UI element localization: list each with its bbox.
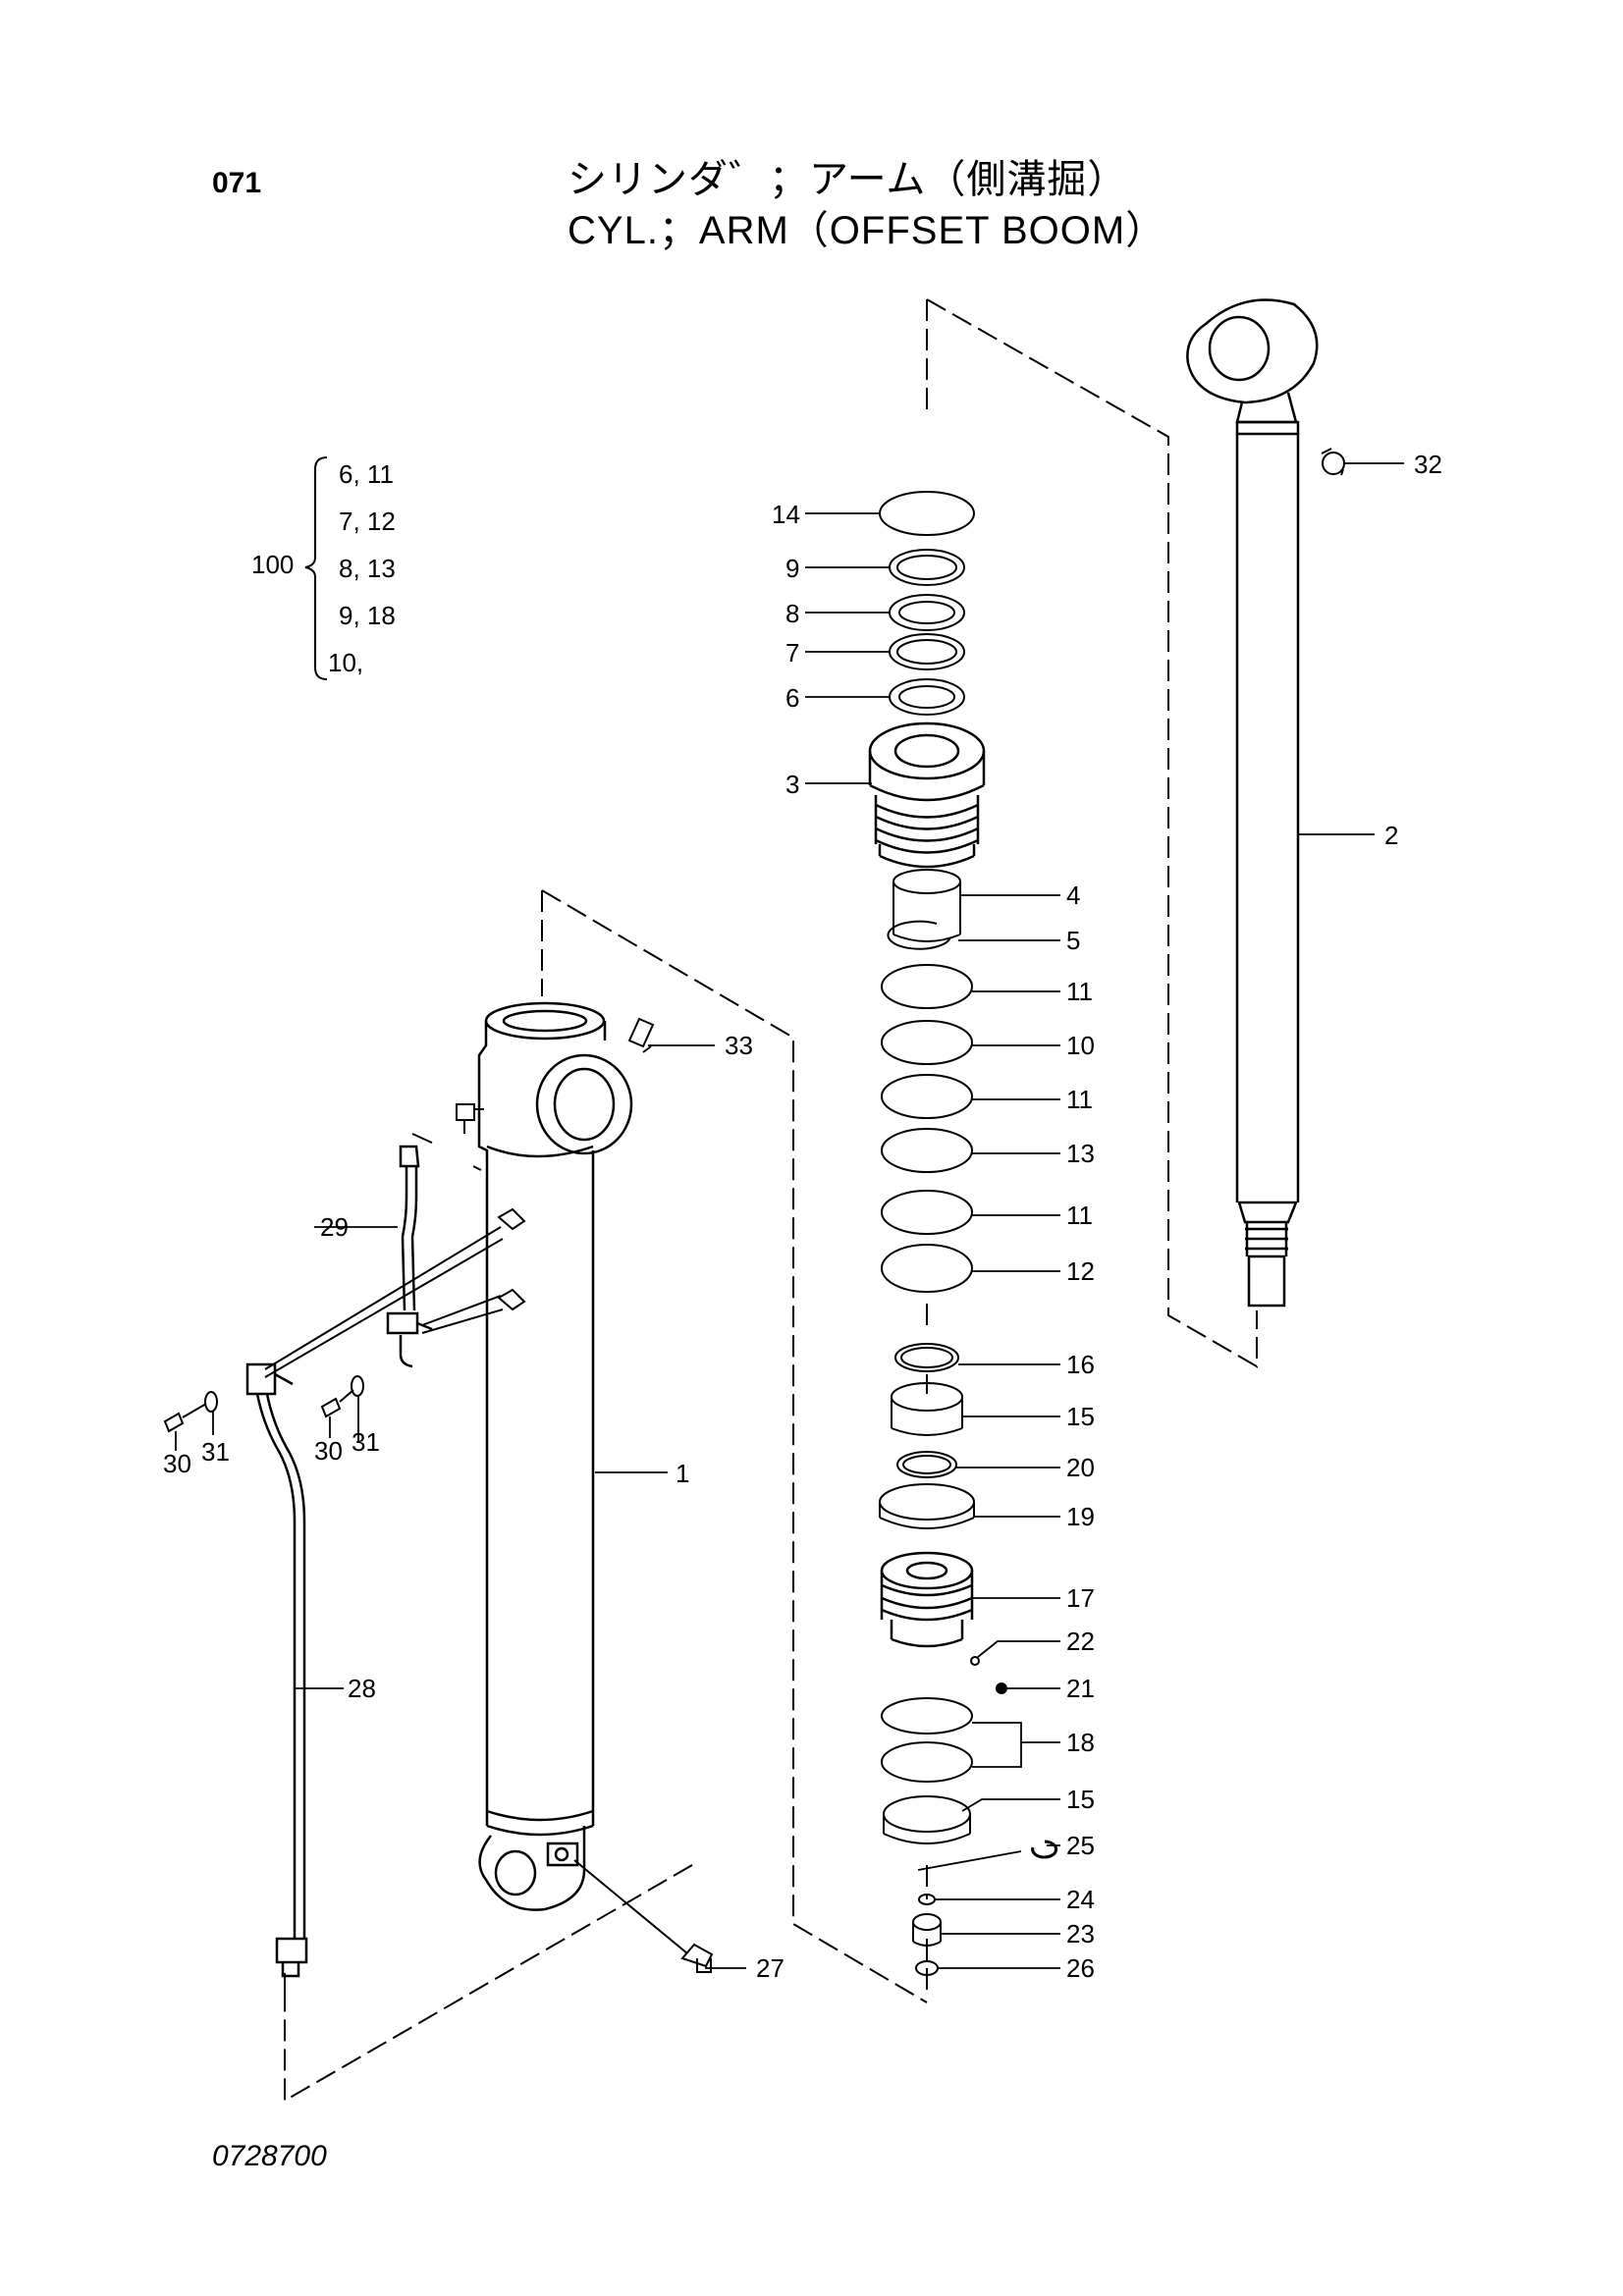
callout-18: 18 xyxy=(1066,1728,1095,1757)
bushing-15b xyxy=(883,1795,971,1844)
callout-16: 16 xyxy=(1066,1350,1095,1379)
callout-23: 23 xyxy=(1066,1919,1095,1949)
callout-6: 6 xyxy=(785,683,799,713)
drawing-code: 0728700 xyxy=(212,2140,327,2172)
callout-8: 8 xyxy=(785,599,799,628)
callout-11: 11 xyxy=(1066,1085,1093,1114)
callout-26: 26 xyxy=(1066,1953,1095,1983)
ring-12 xyxy=(881,1244,973,1293)
leader-27 xyxy=(573,1859,688,1954)
pipe-28 xyxy=(245,1362,308,1978)
leader-lines xyxy=(175,462,1404,1969)
ring-11a xyxy=(881,964,973,1009)
callout-17: 17 xyxy=(1066,1583,1095,1613)
connector-fittings xyxy=(264,1207,526,1378)
callout-13: 13 xyxy=(1066,1139,1095,1168)
kit-entry: 6, 11 xyxy=(339,459,394,489)
bolts-30-31 xyxy=(163,1375,364,1433)
title-japanese: シリンダ゛；アーム（側溝掘） xyxy=(568,158,1128,201)
callout-15: 15 xyxy=(1066,1402,1095,1431)
elbow-fitting-33 xyxy=(627,1017,655,1053)
piston-rod xyxy=(1186,298,1319,1308)
callout-9: 9 xyxy=(785,554,799,583)
callout-21: 21 xyxy=(1066,1674,1095,1703)
seal-7 xyxy=(889,633,965,670)
cylinder-head-3 xyxy=(868,721,986,869)
callout-25: 25 xyxy=(1066,1831,1095,1860)
grease-fitting-32 xyxy=(1321,448,1345,476)
callout-12: 12 xyxy=(1066,1256,1095,1286)
ring-11c xyxy=(881,1190,973,1235)
kit-entry: 9, 18 xyxy=(339,601,396,630)
callout-11: 11 xyxy=(1066,1201,1093,1230)
callout-32: 32 xyxy=(1414,450,1442,479)
bushing-4 xyxy=(893,869,961,942)
callout-22: 22 xyxy=(1066,1627,1095,1656)
callout-4: 4 xyxy=(1066,881,1080,910)
callout-11: 11 xyxy=(1066,977,1093,1006)
callout-24: 24 xyxy=(1066,1885,1095,1914)
snap-ring-25 xyxy=(1031,1840,1058,1859)
seal-set-18 xyxy=(881,1697,973,1783)
screw-21 xyxy=(996,1682,1007,1694)
callout-27: 27 xyxy=(756,1953,784,1983)
elbow-fitting-27 xyxy=(680,1943,714,1973)
assembly-dash-lines xyxy=(284,298,1258,2103)
piston-17 xyxy=(880,1551,974,1648)
bushing-15a xyxy=(891,1382,963,1436)
callout-33: 33 xyxy=(725,1031,753,1060)
seal-9 xyxy=(889,549,965,586)
callout-10: 10 xyxy=(1066,1031,1095,1060)
ring-20 xyxy=(896,1451,957,1478)
title-english: CYL.；ARM（OFFSET BOOM） xyxy=(568,209,1166,252)
seal-6 xyxy=(889,678,965,716)
callout-2: 2 xyxy=(1384,821,1398,850)
seal-8 xyxy=(889,594,965,631)
page-number: 071 xyxy=(212,167,262,199)
callout-28: 28 xyxy=(348,1674,376,1703)
nut-23 xyxy=(912,1913,942,1947)
wear-ring-19 xyxy=(879,1483,975,1529)
ring-16 xyxy=(894,1343,959,1372)
callout-31: 31 xyxy=(201,1437,230,1467)
callout-5: 5 xyxy=(1066,926,1080,955)
elbow-fitting-top xyxy=(456,1103,484,1134)
ring-13 xyxy=(881,1128,973,1173)
callout-30: 30 xyxy=(163,1449,191,1478)
ring-10 xyxy=(881,1020,973,1065)
callout-29: 29 xyxy=(320,1212,349,1242)
callout-30: 30 xyxy=(314,1436,343,1466)
callout-7: 7 xyxy=(785,638,799,667)
kit-brace xyxy=(304,456,328,680)
cylinder-tube xyxy=(477,1001,633,1911)
snap-ring-5 xyxy=(887,920,951,950)
ring-11b xyxy=(881,1074,973,1119)
kit-entry: 7, 12 xyxy=(339,507,396,536)
callout-14: 14 xyxy=(772,500,800,529)
ball-22 xyxy=(970,1656,980,1666)
callout-3: 3 xyxy=(785,770,799,799)
callout-labels: 32 2 14 9 8 7 6 3 4 5 11 10 11 13 11 12 … xyxy=(163,450,1442,1983)
kit-entry: 10, xyxy=(328,648,364,677)
callout-19: 19 xyxy=(1066,1502,1095,1531)
kit-entry: 8, 13 xyxy=(339,554,396,583)
callout-31: 31 xyxy=(352,1427,380,1457)
kit-label: 100 xyxy=(251,550,295,579)
callout-1: 1 xyxy=(676,1459,689,1488)
ring-14 xyxy=(879,491,975,536)
callout-20: 20 xyxy=(1066,1453,1095,1482)
pipe-29 xyxy=(386,1145,433,1368)
callout-15: 15 xyxy=(1066,1785,1095,1814)
